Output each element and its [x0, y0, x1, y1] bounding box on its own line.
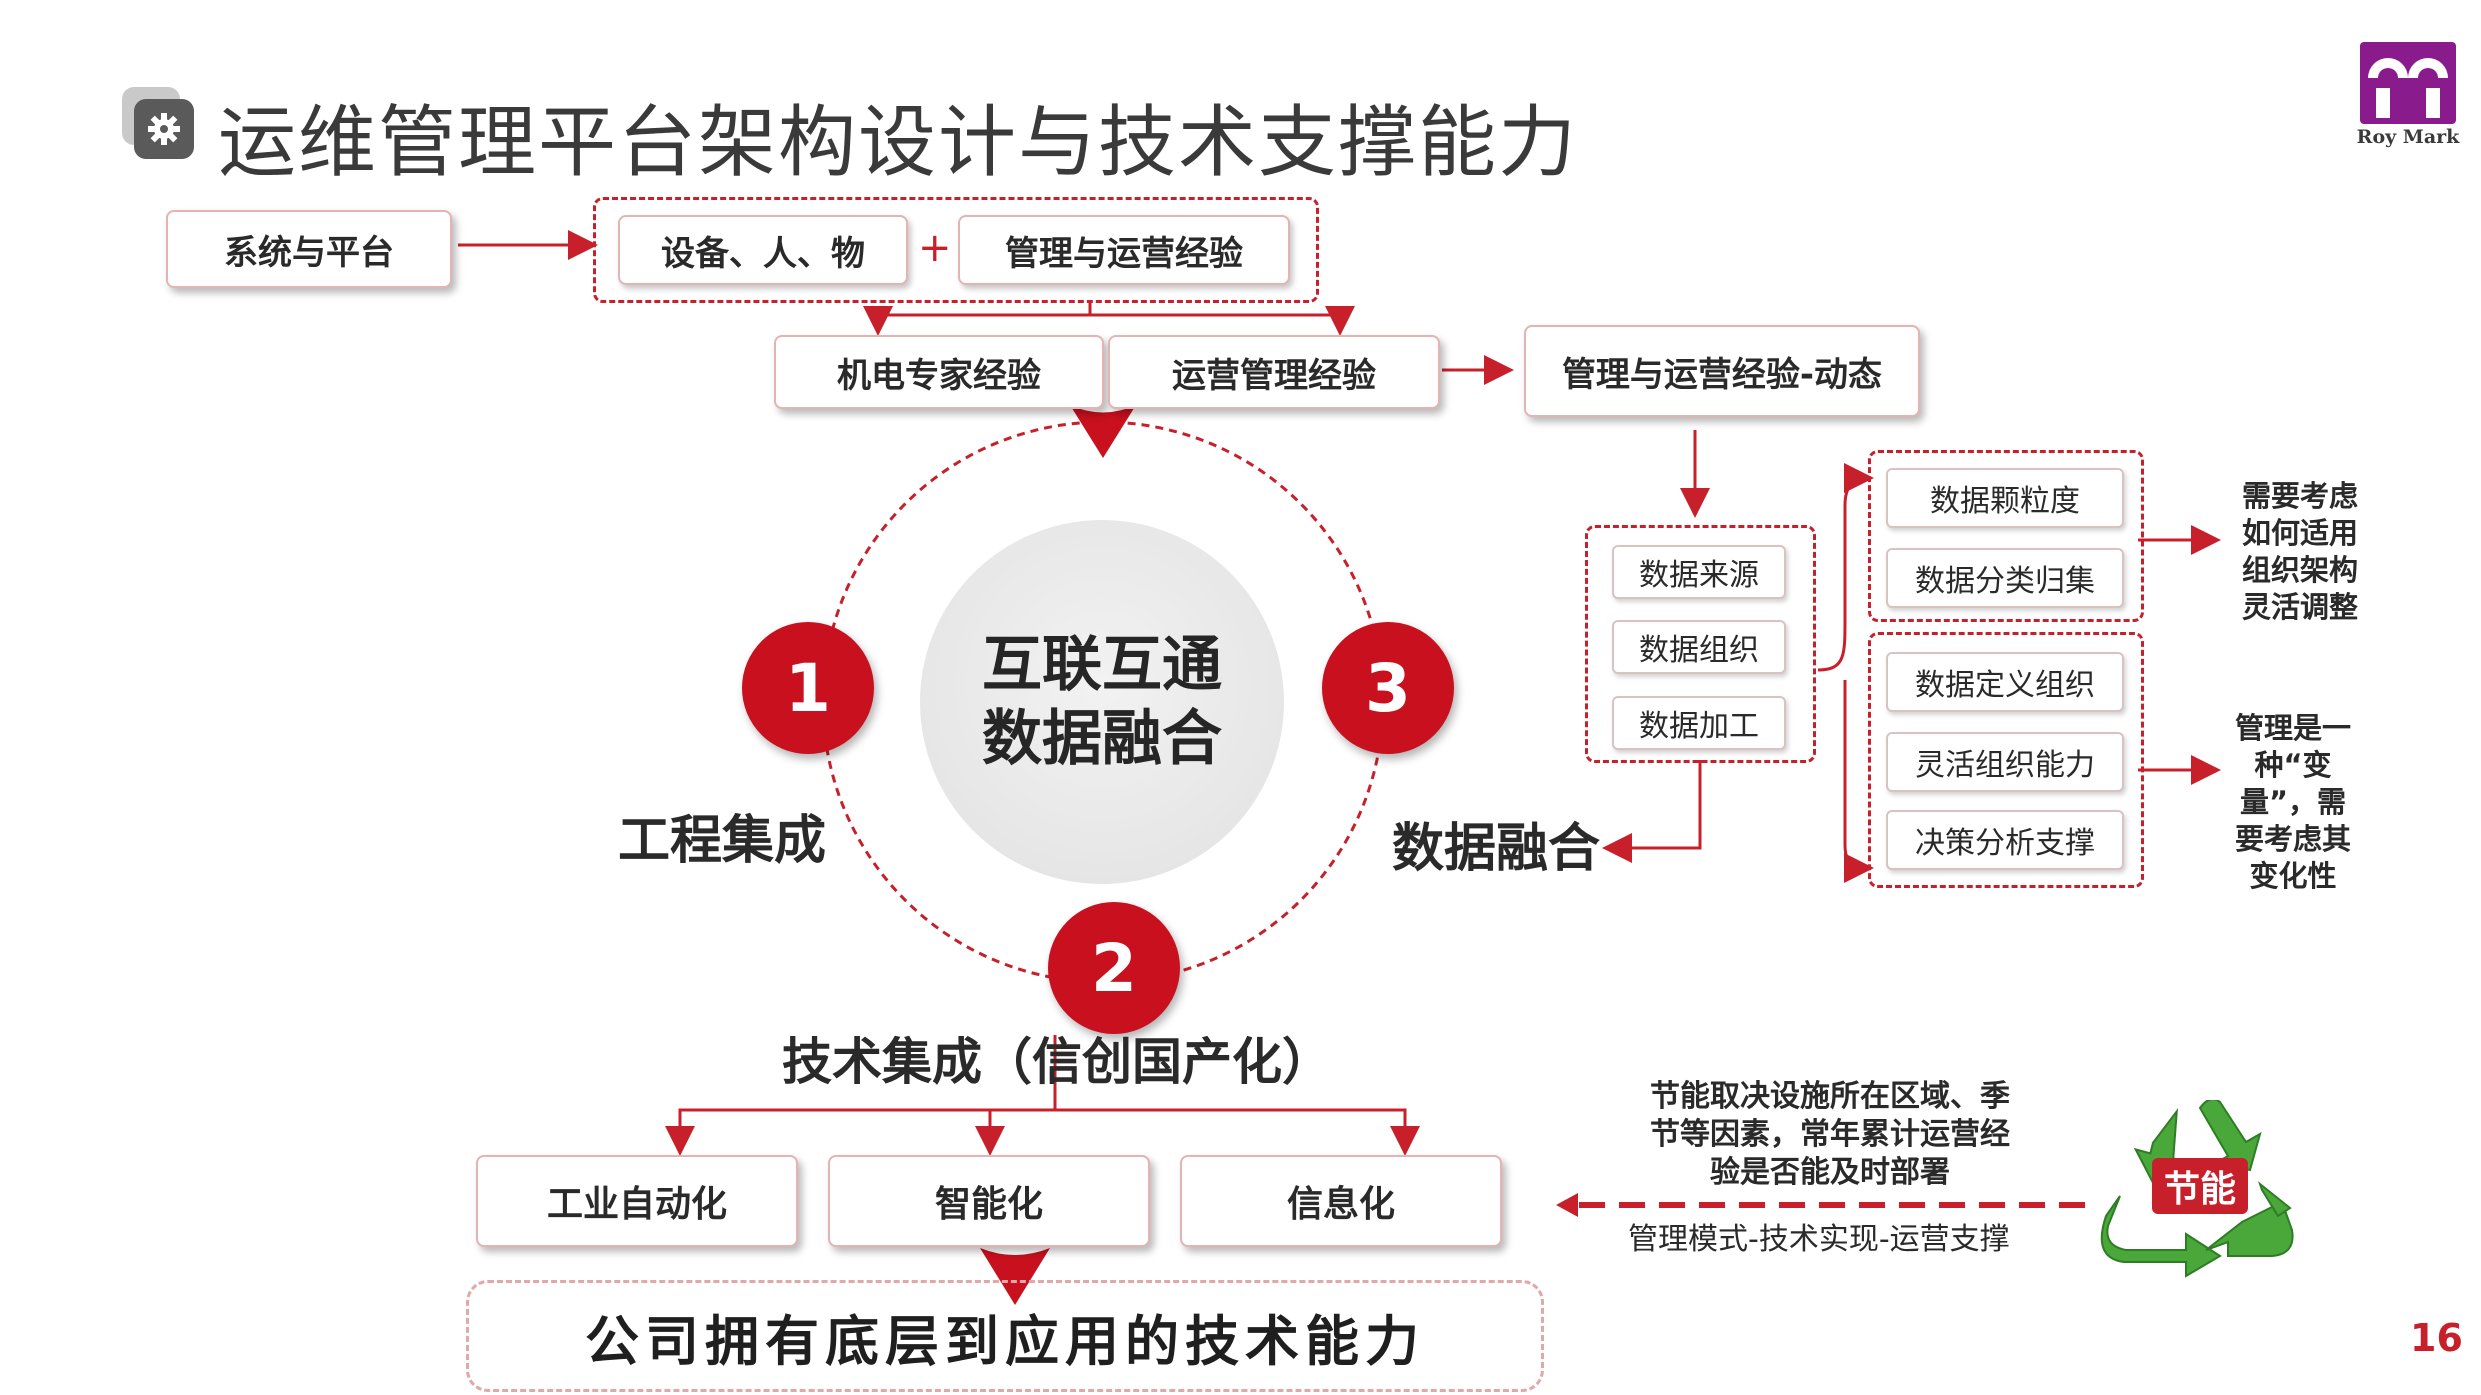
- data-definition-box: 数据定义组织: [1886, 652, 2124, 712]
- center-circle: 互联互通 数据融合: [920, 520, 1284, 884]
- energy-note-line: 节能取决设施所在区域、季: [1650, 1079, 2010, 1114]
- energy-note-line: 验是否能及时部署: [1710, 1155, 1950, 1190]
- energy-caption: 管理模式-技术实现-运营支撑: [1628, 1222, 2010, 1257]
- node-2-badge: 2: [1048, 902, 1180, 1034]
- mgmt-experience-box: 管理与运营经验: [958, 215, 1290, 285]
- decision-support-box: 决策分析支撑: [1886, 810, 2124, 870]
- intelligence-box: 智能化: [828, 1155, 1150, 1247]
- plus-sign: +: [918, 225, 952, 271]
- center-line-2: 数据融合: [982, 704, 1222, 774]
- data-classify-box: 数据分类归集: [1886, 548, 2124, 608]
- node-2-number: 2: [1091, 929, 1137, 1007]
- variable-mgmt-note-line: 种“变: [2254, 748, 2332, 782]
- capability-banner: 公司拥有底层到应用的技术能力: [466, 1280, 1544, 1392]
- variable-mgmt-note-line: 变化性: [2249, 859, 2337, 893]
- data-process-group: [1585, 525, 1816, 763]
- page-number: 16: [2410, 1316, 2463, 1360]
- capability-text: 公司拥有底层到应用的技术能力: [585, 1309, 1425, 1373]
- logo-text: Roy Mark: [2356, 126, 2460, 148]
- ops-mgmt-experience-box: 运营管理经验: [1108, 335, 1440, 409]
- center-line-1: 互联互通: [982, 630, 1222, 700]
- data-granularity-box: 数据颗粒度: [1886, 468, 2124, 528]
- dynamic-experience-box: 管理与运营经验-动态: [1524, 325, 1920, 417]
- data-source-box: 数据来源: [1612, 545, 1786, 599]
- system-platform-box: 系统与平台: [166, 210, 452, 288]
- node-1-badge: 1: [742, 622, 874, 754]
- energy-badge: 节能: [2152, 1158, 2248, 1214]
- industrial-automation-box: 工业自动化: [476, 1155, 798, 1247]
- energy-note-line: 节等因素，常年累计运营经: [1650, 1117, 2010, 1152]
- org-structure-note-line: 如何适用: [2241, 516, 2358, 550]
- equipment-experience-group: [593, 197, 1319, 303]
- variable-mgmt-note: 管理是一 种“变 量”，需 要考虑其 变化性: [2218, 710, 2368, 895]
- variable-mgmt-note-line: 要考虑其: [2234, 822, 2351, 856]
- node-2-label: 技术集成（信创国产化）: [782, 1033, 1332, 1091]
- org-structure-note-line: 灵活调整: [2241, 590, 2358, 624]
- energy-note: 节能取决设施所在区域、季 节等因素，常年累计运营经 验是否能及时部署: [1620, 1078, 2040, 1192]
- node-3-badge: 3: [1322, 622, 1454, 754]
- variable-mgmt-note-line: 量”，需: [2239, 785, 2347, 819]
- org-structure-note-line: 需要考虑: [2241, 479, 2358, 513]
- node-3-number: 3: [1365, 649, 1411, 727]
- node-3-label: 数据融合: [1392, 819, 1601, 879]
- flexible-org-box: 灵活组织能力: [1886, 732, 2124, 792]
- recycle-icon: 节能: [2100, 1098, 2300, 1280]
- data-process-box: 数据加工: [1612, 696, 1786, 750]
- roy-mark-logo: [2358, 38, 2458, 148]
- data-organize-box: 数据组织: [1612, 620, 1786, 674]
- data-decision-group: [1868, 632, 2144, 888]
- node-1-number: 1: [785, 649, 831, 727]
- page-title: 运维管理平台架构设计与技术支撑能力: [218, 98, 1579, 188]
- node-1-label: 工程集成: [618, 811, 827, 871]
- settings-icon: [120, 85, 198, 163]
- org-structure-note-line: 组织架构: [2241, 553, 2358, 587]
- data-granularity-group: [1868, 450, 2144, 622]
- electromech-experience-box: 机电专家经验: [774, 335, 1104, 409]
- variable-mgmt-note-line: 管理是一: [2234, 711, 2351, 745]
- org-structure-note: 需要考虑 如何适用 组织架构 灵活调整: [2222, 478, 2378, 626]
- equipment-box: 设备、人、物: [618, 215, 908, 285]
- informatization-box: 信息化: [1180, 1155, 1502, 1247]
